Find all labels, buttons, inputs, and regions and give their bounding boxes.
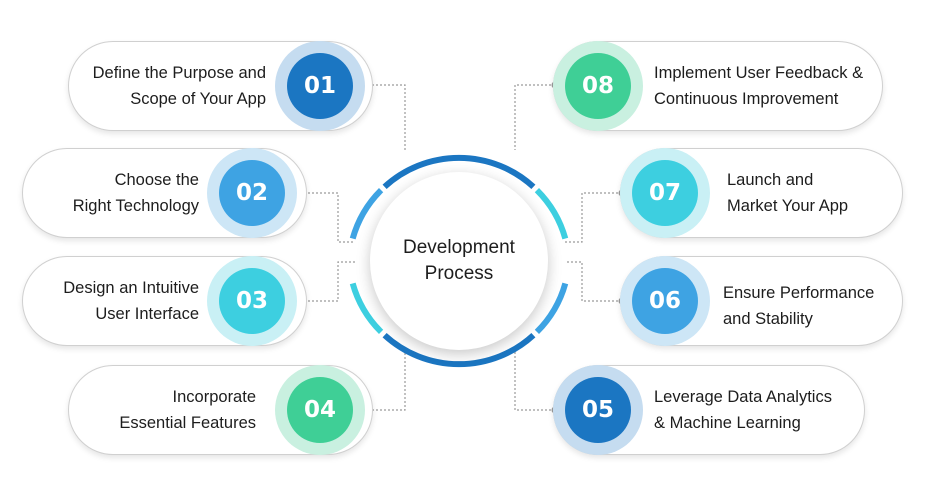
center-hub: Development Process xyxy=(370,172,548,350)
connector-06 xyxy=(565,261,622,302)
ring-segment-upper-right xyxy=(534,187,569,240)
ring-segment-bottom xyxy=(382,332,536,368)
step-label-01: Define the Purpose and Scope of Your App xyxy=(92,64,266,108)
step-badge-08: 08 xyxy=(553,41,643,131)
connector-04 xyxy=(368,350,406,411)
connector-07 xyxy=(565,192,622,243)
step-number-02: 02 xyxy=(219,160,285,226)
ring-segment-lower-left xyxy=(349,282,384,335)
step-label-06: Ensure Performance and Stability xyxy=(723,284,875,328)
step-badge-02: 02 xyxy=(207,148,297,238)
ring-segment-top xyxy=(382,154,536,190)
center-title: Development Process xyxy=(403,237,515,284)
step-label-04: Incorporate Essential Features xyxy=(119,388,256,432)
step-number-03: 03 xyxy=(219,268,285,334)
step-badge-07: 07 xyxy=(620,148,710,238)
step-badge-01: 01 xyxy=(275,41,365,131)
step-label-05: Leverage Data Analytics & Machine Learni… xyxy=(654,388,832,432)
step-number-01: 01 xyxy=(287,53,353,119)
connector-08 xyxy=(514,84,555,150)
step-badge-05: 05 xyxy=(553,365,643,455)
ring-segment-lower-right xyxy=(534,282,569,335)
step-badge-06: 06 xyxy=(620,256,710,346)
step-badge-04: 04 xyxy=(275,365,365,455)
step-label-03: Design an Intuitive User Interface xyxy=(63,279,199,323)
connector-02 xyxy=(300,192,355,243)
step-badge-03: 03 xyxy=(207,256,297,346)
connector-01 xyxy=(368,84,406,150)
step-label-02: Choose the Right Technology xyxy=(72,171,199,215)
step-number-07: 07 xyxy=(632,160,698,226)
step-number-04: 04 xyxy=(287,377,353,443)
step-number-08: 08 xyxy=(565,53,631,119)
step-label-08: Implement User Feedback & Continuous Imp… xyxy=(654,64,864,108)
connector-05 xyxy=(514,350,555,411)
ring-segment-upper-left xyxy=(349,187,384,240)
step-label-07: Launch and Market Your App xyxy=(727,171,849,215)
step-number-06: 06 xyxy=(632,268,698,334)
connector-03 xyxy=(300,261,355,302)
step-number-05: 05 xyxy=(565,377,631,443)
